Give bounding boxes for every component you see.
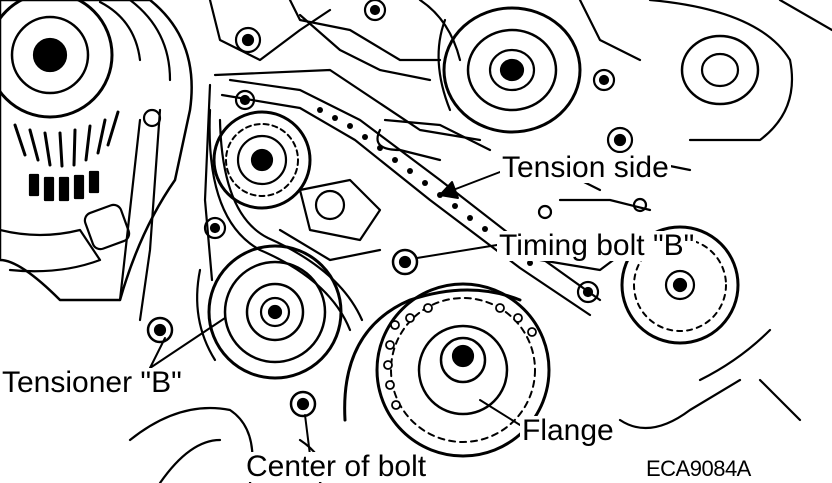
label-flange: Flange: [520, 414, 616, 447]
timing-belt: [208, 78, 602, 332]
idler-pulley-top: [437, 6, 582, 134]
leader-lines: [149, 171, 521, 456]
label-center-of-bolt: Center of bolt: [244, 450, 429, 483]
label-timing-bolt-b: Timing bolt "B": [497, 229, 697, 262]
label-tensioner-b: Tensioner "B": [0, 366, 184, 399]
tensioner-b-pulley: [196, 244, 343, 380]
alternator: [0, 0, 193, 322]
label-tension-side: Tension side: [500, 151, 671, 184]
upper-sprocket: [212, 89, 312, 210]
crank-sprocket: [343, 282, 551, 458]
engine-bracket: [203, 0, 482, 282]
pulley-far-right: [578, 0, 832, 142]
center-bracket: [203, 178, 382, 262]
flange-bolt: [289, 390, 317, 418]
figure-code: ECA9084A: [644, 456, 753, 481]
tensioner-bolt: [146, 316, 174, 344]
timing-bolt-b: [391, 248, 419, 276]
